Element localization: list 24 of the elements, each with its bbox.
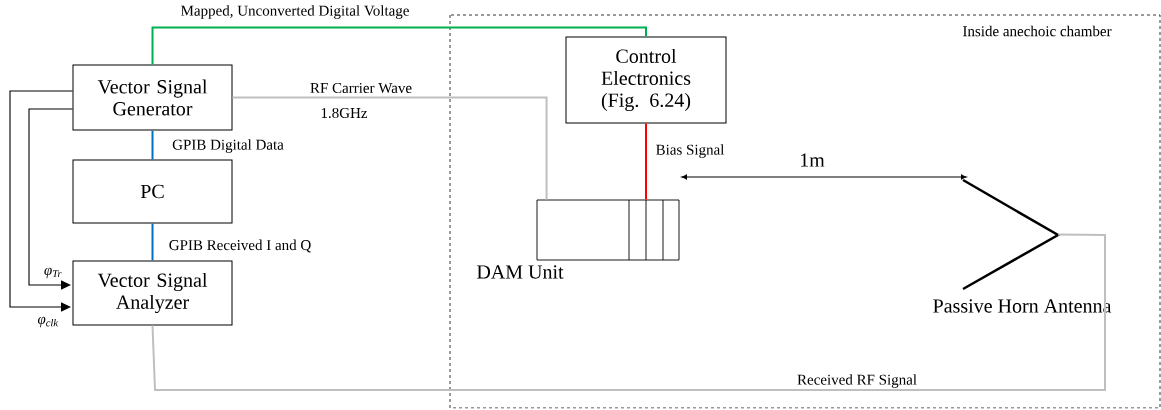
- edge-label: Received RF Signal: [797, 374, 917, 388]
- edge-label: GPIB Received I and Q: [169, 239, 311, 253]
- device-box: PC: [72, 159, 233, 224]
- device-box: Control Electronics (Fig. 6.24): [565, 36, 727, 124]
- connector: [645, 122, 647, 201]
- edge-label: Bias Signal: [656, 144, 725, 158]
- edge-label: φ$_{clk}$: [37, 316, 59, 328]
- frequency-label: 1.8GHz: [321, 107, 368, 119]
- distance-label: 1m: [801, 153, 825, 167]
- edge-label: RF Carrier Wave: [310, 82, 412, 94]
- unit-label: DAM Unit: [476, 265, 564, 279]
- connector: [231, 96, 548, 201]
- edge-label: Mapped, Unconverted Digital Voltage: [181, 5, 409, 19]
- connector: [151, 233, 1106, 391]
- connector: [151, 222, 154, 262]
- connector: [28, 108, 74, 290]
- device-box: Vector Signal Analyzer: [72, 260, 233, 326]
- edge-label: φ$_{Tr}$: [44, 267, 62, 279]
- connector: [151, 26, 647, 66]
- antenna-label: Passive Horn Antenna: [933, 299, 1112, 313]
- device-box: Vector Signal Generator: [72, 64, 233, 131]
- connector: [151, 129, 154, 161]
- connector: [9, 90, 74, 312]
- edge-label: GPIB Digital Data: [172, 139, 284, 153]
